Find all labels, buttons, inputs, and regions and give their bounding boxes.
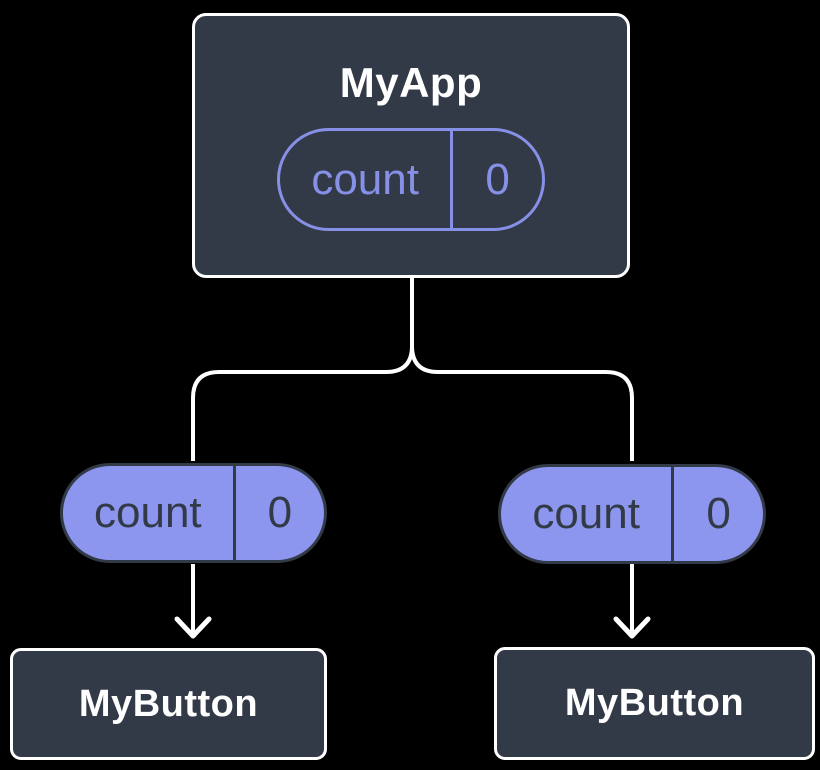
arrow-head-right-icon [613, 616, 651, 639]
component-title-mybutton-left: MyButton [78, 682, 259, 725]
component-card-mybutton-left: MyButton [10, 648, 327, 760]
prop-pill-right-label: count [501, 467, 675, 561]
arrow-head-left-icon [174, 616, 212, 639]
state-pill-root-value: 0 [485, 154, 510, 204]
state-pill-root-label: count [280, 131, 454, 228]
state-pill-root: count 0 [277, 128, 545, 231]
component-title-mybutton-right: MyButton [564, 682, 745, 724]
component-card-mybutton-right: MyButton [494, 647, 815, 760]
component-card-myapp: MyApp [192, 13, 630, 278]
prop-pill-left-value: 0 [267, 488, 293, 537]
prop-pill-left: count 0 [60, 463, 327, 563]
connector-branch-left [191, 276, 414, 461]
connector-branch-right [410, 276, 634, 461]
component-title-myapp: MyApp [339, 59, 483, 106]
prop-pill-right-value: 0 [706, 489, 731, 538]
prop-pill-right: count 0 [498, 464, 766, 564]
prop-pill-left-label: count [63, 466, 236, 560]
